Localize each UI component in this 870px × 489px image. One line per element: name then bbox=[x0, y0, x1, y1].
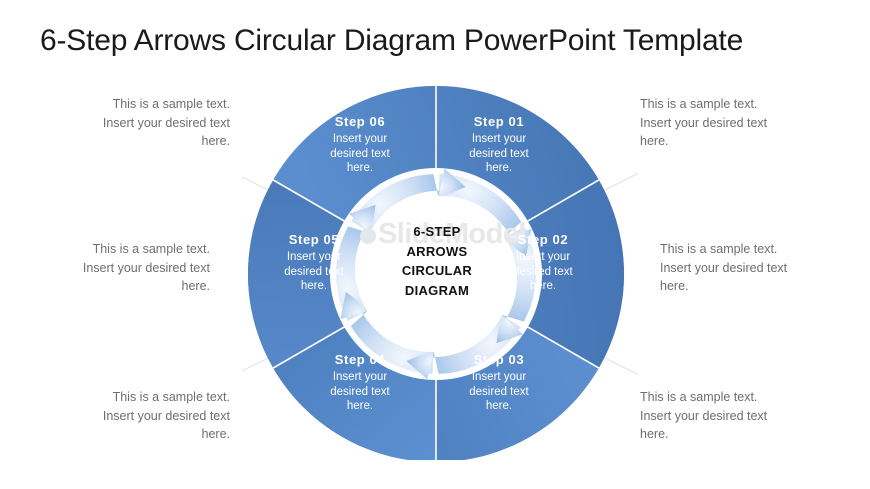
arrow-head-icon bbox=[340, 291, 368, 320]
center-line-1: 6-STEP bbox=[413, 224, 461, 239]
circular-diagram: SlideModel 6-STEP ARROWS CIRCULAR DIAGRA… bbox=[242, 84, 638, 460]
diagram-svg bbox=[242, 86, 638, 460]
arrow-head-icon bbox=[406, 351, 434, 380]
note-left-middle: This is a sample text. Insert your desir… bbox=[32, 240, 210, 296]
note-line: here. bbox=[640, 427, 669, 441]
note-line: here. bbox=[660, 279, 689, 293]
note-left-bottom: This is a sample text. Insert your desir… bbox=[52, 388, 230, 444]
arrow-segment[interactable] bbox=[351, 150, 456, 258]
center-line-3: CIRCULAR bbox=[401, 263, 473, 278]
inner-arrow-ring bbox=[336, 150, 536, 397]
arrow-head-icon bbox=[349, 204, 376, 234]
note-line: This is a sample text. bbox=[92, 242, 210, 256]
note-line: This is a sample text. bbox=[640, 97, 758, 111]
note-line: here. bbox=[201, 427, 231, 441]
note-line: Insert your desired text bbox=[660, 260, 788, 275]
arrow-segment[interactable] bbox=[349, 299, 435, 374]
note-right-bottom: This is a sample text. Insert your desir… bbox=[640, 388, 818, 444]
note-left-top: This is a sample text. Insert your desir… bbox=[52, 95, 230, 151]
note-line: This is a sample text. bbox=[660, 242, 778, 256]
center-line-4: DIAGRAM bbox=[404, 282, 470, 298]
note-line: This is a sample text. bbox=[112, 390, 230, 404]
center-disc bbox=[358, 196, 514, 352]
note-line: Insert your desired text bbox=[640, 115, 768, 130]
note-line: here. bbox=[201, 134, 231, 148]
note-line: Insert your desired text bbox=[640, 408, 768, 423]
arrow-segment[interactable] bbox=[416, 289, 521, 397]
note-line: Insert your desired text bbox=[102, 115, 230, 130]
center-line-2: ARROWS bbox=[406, 243, 468, 259]
arrow-head-icon bbox=[438, 168, 466, 197]
note-right-top: This is a sample text. Insert your desir… bbox=[640, 95, 818, 151]
page-title: 6-Step Arrows Circular Diagram PowerPoin… bbox=[40, 24, 744, 57]
arrow-head-icon bbox=[496, 314, 523, 344]
note-line: This is a sample text. bbox=[112, 97, 230, 111]
diagram-center-label: 6-STEP ARROWS CIRCULAR DIAGRAM bbox=[370, 222, 504, 300]
note-line: here. bbox=[181, 279, 211, 293]
note-right-middle: This is a sample text. Insert your desir… bbox=[660, 240, 838, 296]
note-line: here. bbox=[640, 134, 669, 148]
arrow-head-icon bbox=[504, 228, 532, 257]
arrow-segment[interactable] bbox=[437, 174, 523, 249]
note-line: This is a sample text. bbox=[640, 390, 758, 404]
note-line: Insert your desired text bbox=[82, 260, 210, 275]
note-line: Insert your desired text bbox=[102, 408, 230, 423]
